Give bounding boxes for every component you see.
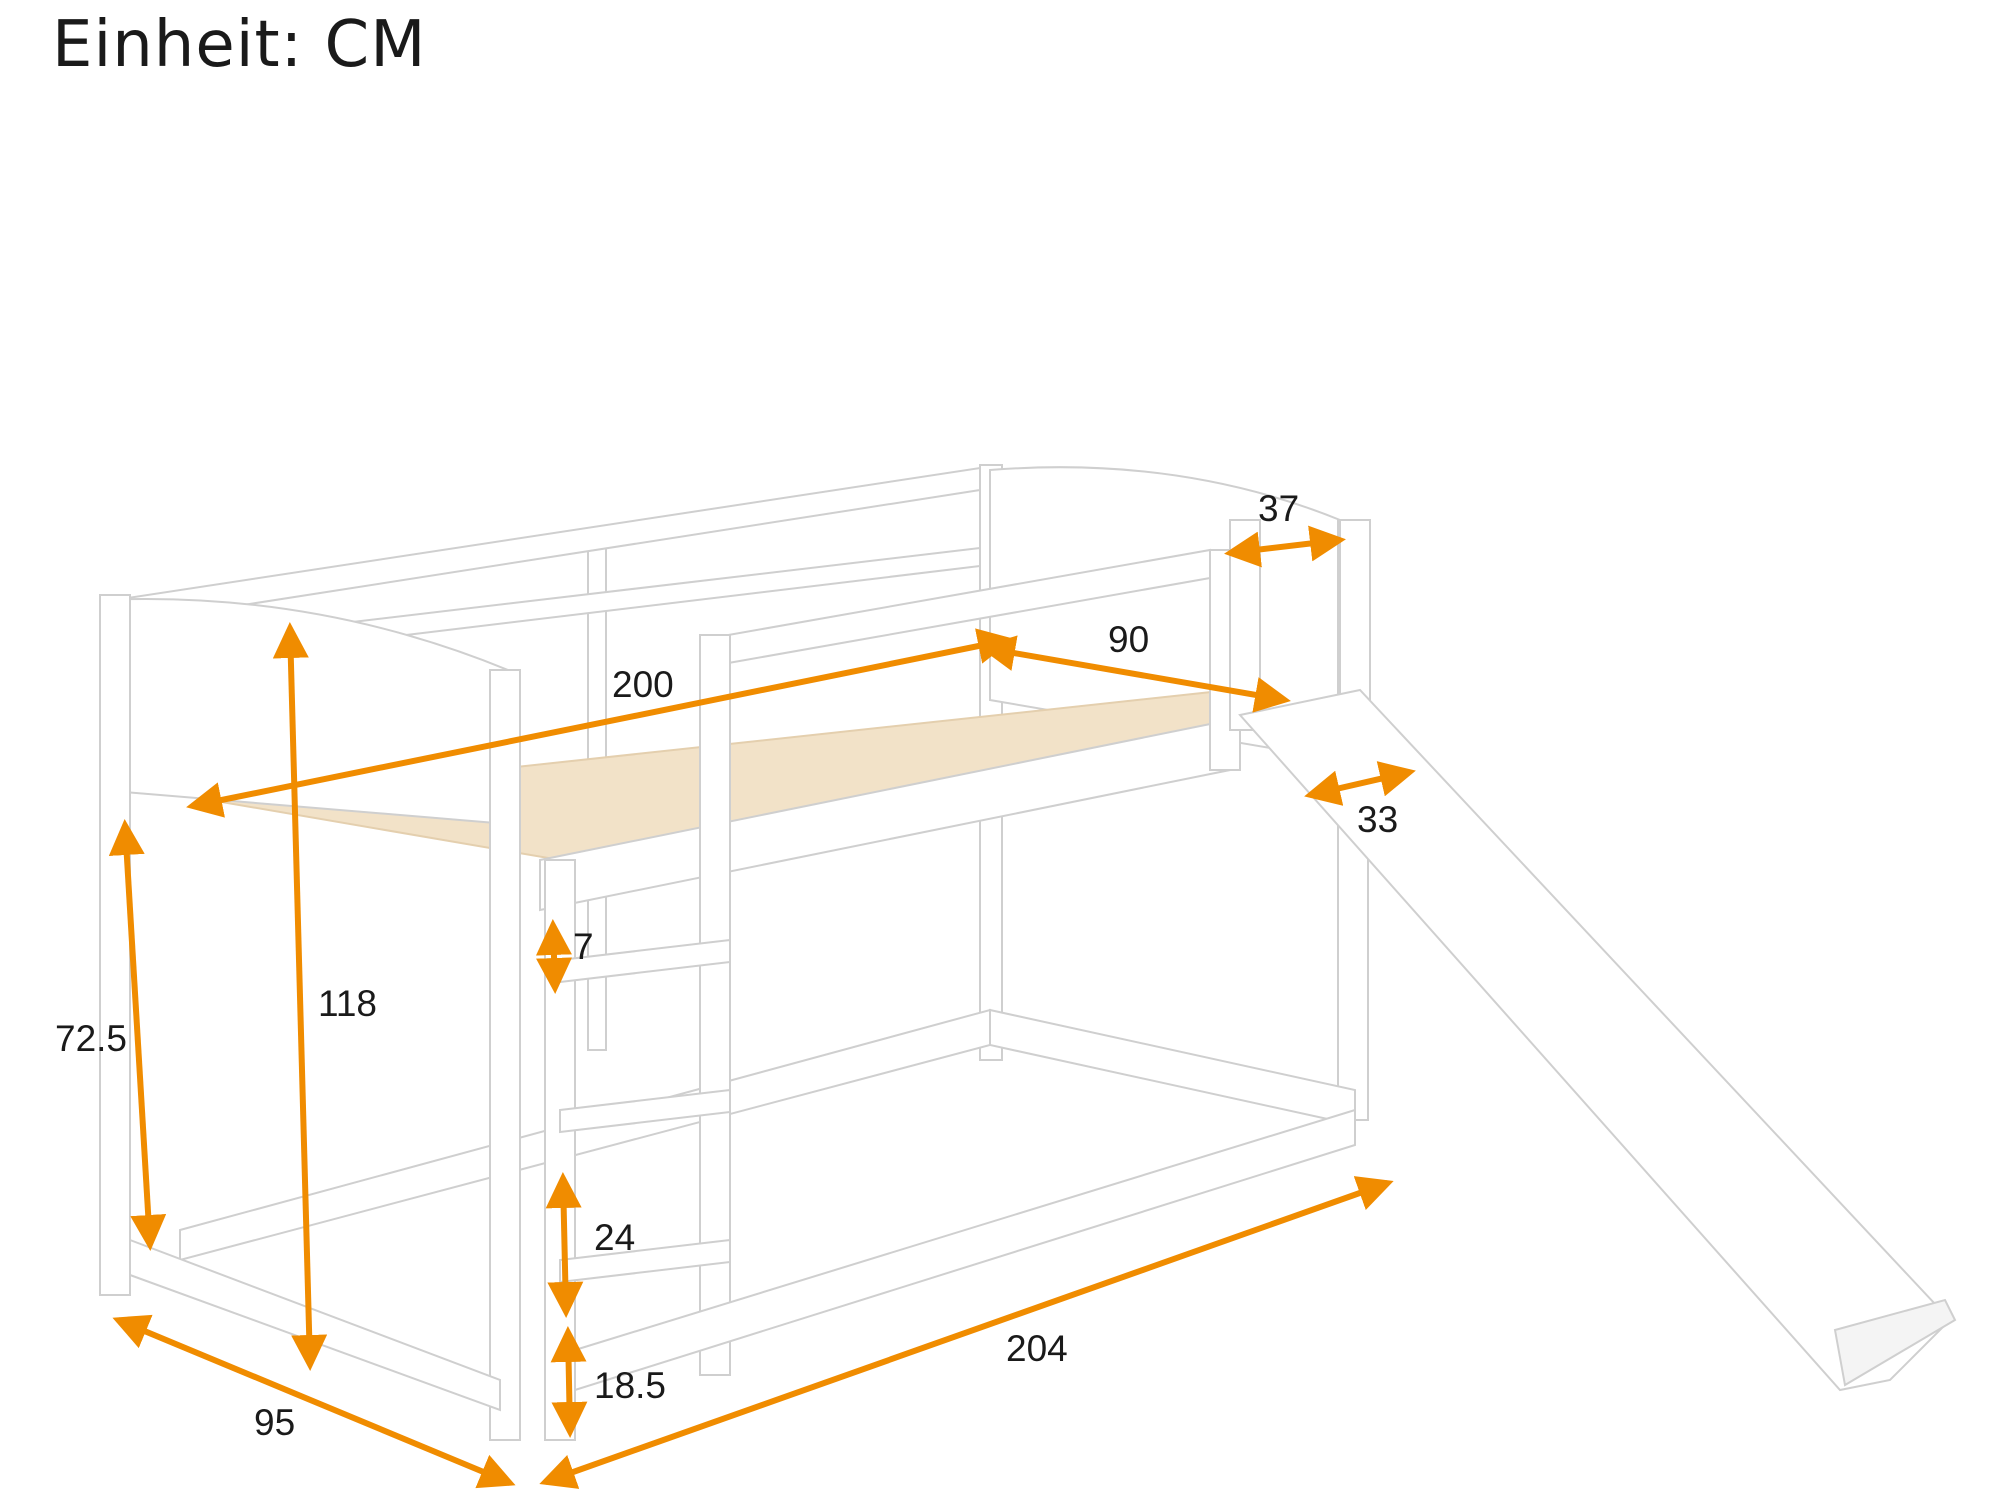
left-bottom-rail [129, 1238, 501, 1412]
dimension-arrows [108, 525, 1416, 1489]
arrow-total-height [272, 622, 328, 1371]
arrow-width-top [979, 635, 1291, 713]
arrow-length-top [186, 628, 1014, 818]
dimension-labels: 200 90 37 33 72.5 118 7 24 18.5 204 95 [55, 488, 1398, 1443]
bed-frame [99, 464, 1957, 1441]
label-rung-thickness: 7 [573, 926, 594, 967]
label-slide-width: 33 [1357, 799, 1398, 840]
arrow-rail-height [1224, 525, 1346, 568]
front-headboard [99, 597, 521, 827]
label-total-height: 118 [318, 983, 377, 1024]
right-bottom-rail [989, 1008, 1356, 1127]
label-under-height: 72.5 [55, 1018, 127, 1059]
front-center-post [489, 669, 521, 1441]
arrow-bottom-rung [550, 1326, 588, 1438]
arrow-rung-thickness [535, 919, 573, 994]
slide [1238, 688, 1952, 1392]
ladder-rung-2 [559, 1088, 731, 1134]
arrow-slide-width [1304, 761, 1416, 806]
label-total-width: 95 [254, 1402, 295, 1443]
arrow-under-height [108, 819, 167, 1251]
arrow-total-length [539, 1176, 1394, 1489]
label-rung-spacing: 24 [594, 1217, 635, 1258]
label-total-length: 204 [1006, 1328, 1068, 1369]
label-rail-height: 37 [1258, 488, 1299, 529]
label-bottom-rung: 18.5 [594, 1365, 666, 1406]
arrow-rung-spacing [545, 1172, 584, 1318]
arrow-total-width [112, 1314, 516, 1489]
unit-title: Einheit: CM [52, 8, 427, 82]
front-left-post [99, 594, 131, 1296]
label-length-top: 200 [612, 664, 674, 705]
label-width-top: 90 [1108, 619, 1149, 660]
slide-end [1833, 1298, 1957, 1387]
